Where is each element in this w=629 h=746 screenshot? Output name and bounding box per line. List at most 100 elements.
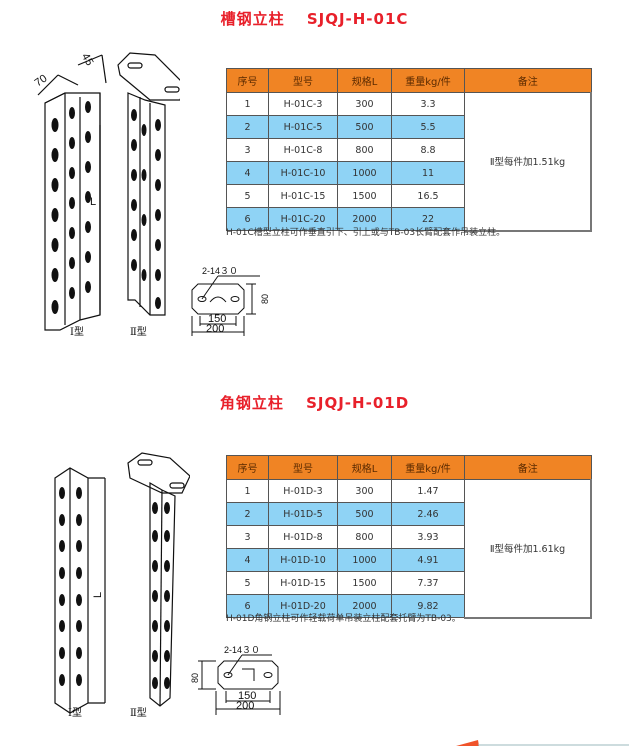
header-model: 型号 [268,455,338,480]
cell-weight: 3.93 [391,525,465,549]
cell-model: H-01C-3 [268,92,338,116]
table-header-row: 序号 型号 规格L 重量kg/件 备注 [226,455,592,480]
cell-spec: 800 [337,525,392,549]
cell-model: H-01D-20 [268,594,338,618]
plate-height-label: 80 [260,294,270,304]
header-model: 型号 [268,68,338,93]
dim-width-label: 70 [33,72,50,89]
cell-no: 5 [226,571,269,595]
spec-table-angle: 序号 型号 规格L 重量kg/件 备注 1 H-01D-3 300 1.47 Ⅱ… [226,455,592,619]
cell-spec: 2000 [337,594,392,618]
type1-label: Ⅰ型 [70,325,84,338]
cell-weight: 7.37 [391,571,465,595]
header-note: 备注 [464,68,592,93]
cell-weight: 5.5 [391,115,465,139]
spec-table-channel: 序号 型号 规格L 重量kg/件 备注 1 H-01C-3 300 3.3 Ⅱ型… [226,68,592,232]
title-cn: 槽钢立柱 [220,10,285,28]
cell-spec: 300 [337,479,392,503]
dim-length-label: L [92,592,104,598]
cell-spec: 300 [337,92,392,116]
table-row: 3 H-01D-8 800 3.93 [226,525,592,549]
header-note: 备注 [464,455,592,480]
table-row: 4 H-01C-10 1000 11 [226,161,592,185]
header-weight: 重量kg/件 [391,455,465,480]
caption-angle: H-01D角钢立柱可作轻载荷单吊装立柱配套托臂为TB-03。 [226,614,461,624]
cell-no: 2 [226,115,269,139]
plate-hole-spacing-label: 150 [238,690,256,702]
cell-weight: 1.47 [391,479,465,503]
cell-model: H-01C-5 [268,115,338,139]
plate-holes-label: 2-14３０ [224,645,260,655]
cell-no: 4 [226,548,269,572]
cell-spec: 500 [337,502,392,526]
table-row: 6 H-01D-20 2000 9.82 [226,594,592,618]
cell-spec: 800 [337,138,392,162]
plate-width-label: 200 [236,700,254,712]
plate-hole-spacing-label: 150 [208,313,226,325]
cell-weight: 8.8 [391,138,465,162]
cell-model: H-01D-8 [268,525,338,549]
cell-no: 1 [226,479,269,503]
header-no: 序号 [226,455,269,480]
caption-channel: H-01C槽型立柱可作垂直引下、引上或与TB-03长臂配套作吊装立柱。 [226,228,506,238]
plate-width-label: 200 [206,323,224,335]
footer-decoration [456,740,629,746]
section-title-channel-column: 槽钢立柱 SJQJ-H-01C [0,8,629,29]
angle-column-drawing: L Ⅰ型 Ⅱ型 [54,452,190,719]
table-header-row: 序号 型号 规格L 重量kg/件 备注 [226,68,592,93]
cell-note: Ⅱ型每件加1.61kg [464,479,592,619]
type1-label: Ⅰ型 [68,706,82,719]
table-row: 6 H-01C-20 2000 22 [226,207,592,231]
table-row: 1 H-01C-3 300 3.3 Ⅱ型每件加1.51kg [226,92,592,232]
cell-no: 1 [226,92,269,116]
base-plate-drawing: 2-14３０ 80 150 200 [190,645,281,715]
cell-note: Ⅱ型每件加1.51kg [464,92,592,232]
cell-model: H-01C-20 [268,207,338,231]
table-row: 5 H-01C-15 1500 16.5 [226,184,592,208]
cell-no: 3 [226,525,269,549]
dim-length-label: L [90,196,96,208]
title-code: SJQJ-H-01C [306,10,409,28]
base-plate-drawing: 2-14３０ 80 150 200 [191,266,270,336]
table-row: 1 H-01D-3 300 1.47 Ⅱ型每件加1.61kg [226,479,592,619]
cell-spec: 1000 [337,548,392,572]
cell-spec: 1500 [337,571,392,595]
table-row: 2 H-01D-5 500 2.46 [226,502,592,526]
cell-model: H-01D-15 [268,571,338,595]
cell-model: H-01D-10 [268,548,338,572]
cell-weight: 2.46 [391,502,465,526]
title-code: SJQJ-H-01D [306,394,410,412]
cell-spec: 1500 [337,184,392,208]
cell-no: 5 [226,184,269,208]
cell-no: 3 [226,138,269,162]
cell-spec: 500 [337,115,392,139]
cell-weight: 16.5 [391,184,465,208]
cell-model: H-01C-10 [268,161,338,185]
cell-model: H-01C-15 [268,184,338,208]
table-row: 5 H-01D-15 1500 7.37 [226,571,592,595]
cell-model: H-01D-5 [268,502,338,526]
cell-model: H-01D-3 [268,479,338,503]
cell-weight: 9.82 [391,594,465,618]
cell-no: 6 [226,207,269,231]
cell-no: 2 [226,502,269,526]
table-row: 2 H-01C-5 500 5.5 [226,115,592,139]
table-row: 4 H-01D-10 1000 4.91 [226,548,592,572]
dim-depth-label: 45 [79,51,96,68]
cell-weight: 3.3 [391,92,465,116]
cell-weight: 22 [391,207,465,231]
type2-label: Ⅱ型 [130,325,147,338]
cell-no: 4 [226,161,269,185]
header-no: 序号 [226,68,269,93]
header-spec: 规格L [337,455,392,480]
cell-model: H-01C-8 [268,138,338,162]
type2-label: Ⅱ型 [130,706,147,719]
plate-height-label: 80 [190,673,200,683]
title-cn: 角钢立柱 [219,394,284,412]
cell-no: 6 [226,594,269,618]
cell-weight: 11 [391,161,465,185]
table-row: 3 H-01C-8 800 8.8 [226,138,592,162]
section-title-angle-column: 角钢立柱 SJQJ-H-01D [0,392,629,413]
cell-weight: 4.91 [391,548,465,572]
header-spec: 规格L [337,68,392,93]
